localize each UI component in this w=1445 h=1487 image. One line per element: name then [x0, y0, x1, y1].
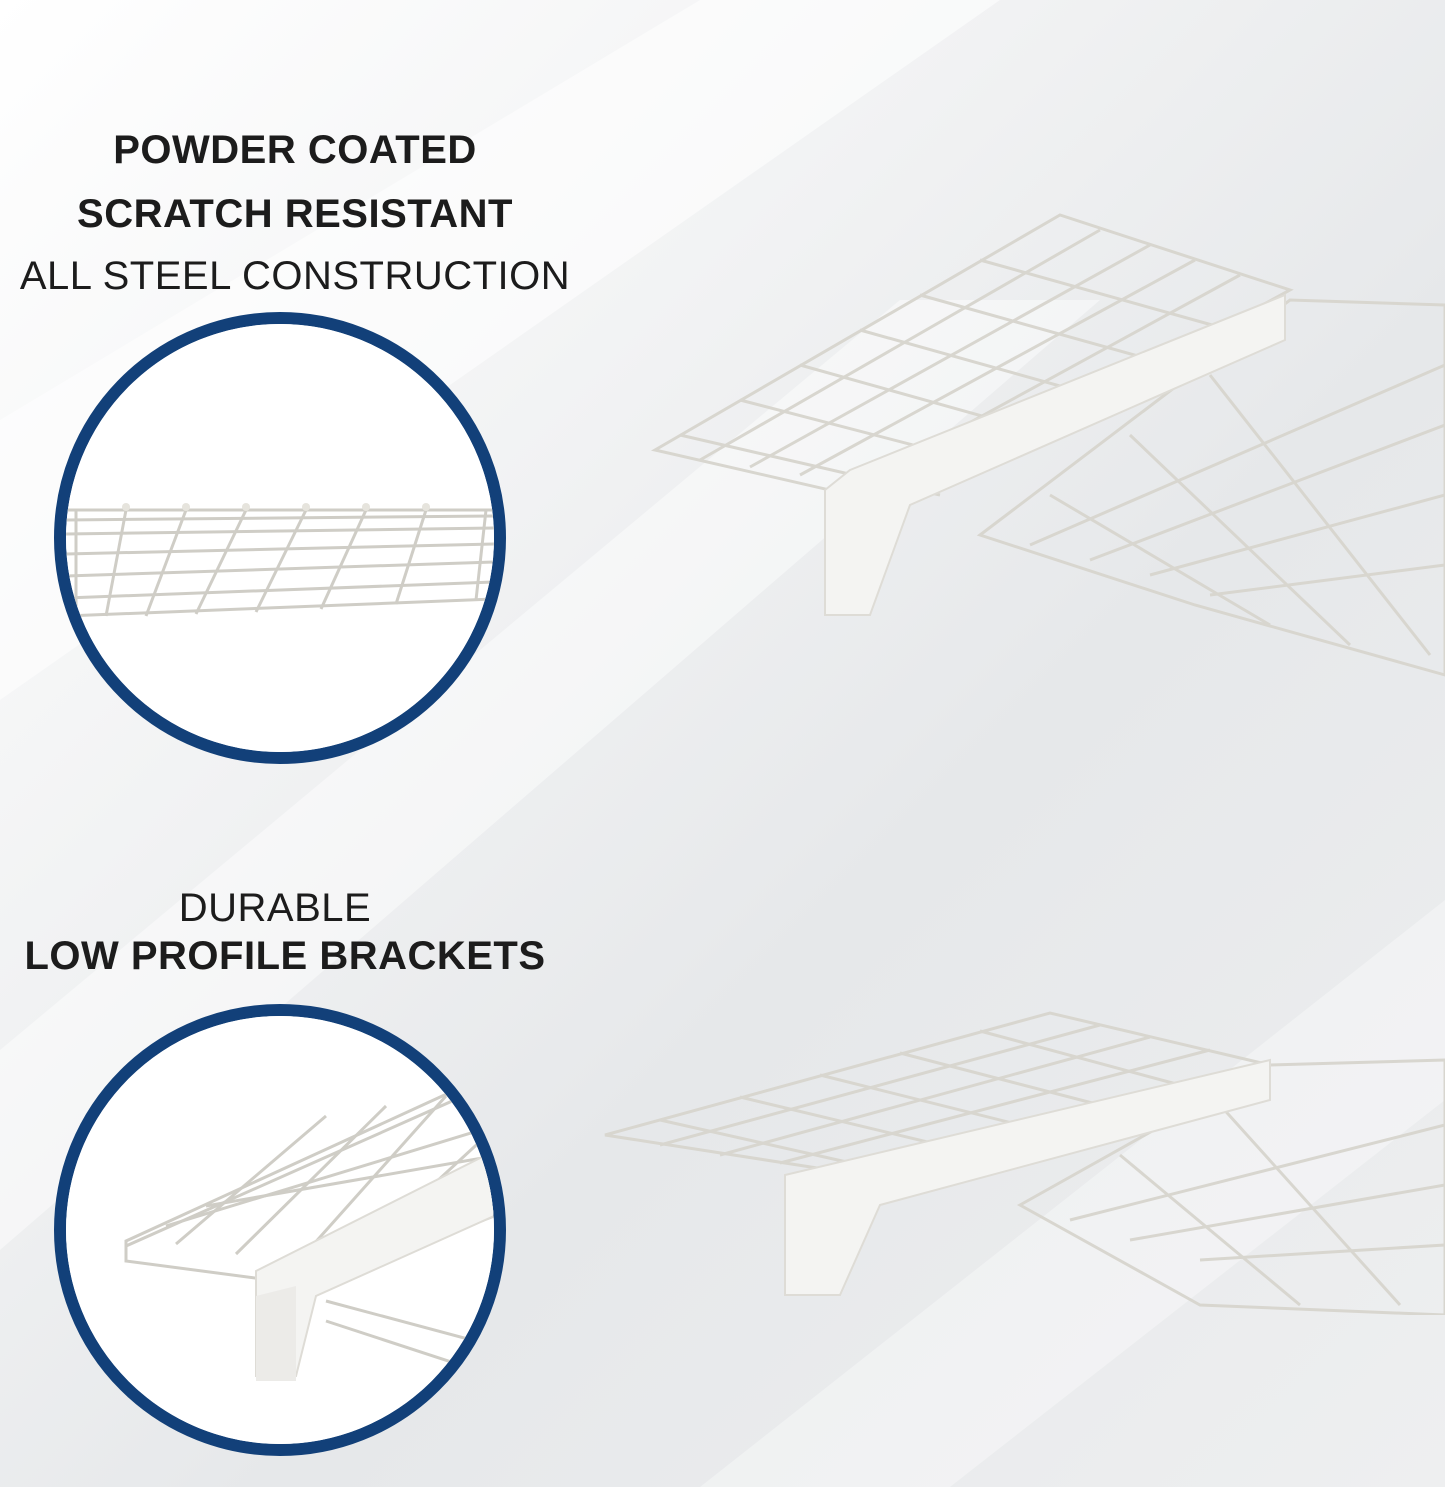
feature-headline-all-steel: ALL STEEL CONSTRUCTION — [19, 254, 571, 298]
feature-headline-powder-coated: POWDER COATED — [113, 128, 477, 172]
bracket-closeup — [66, 1016, 494, 1444]
bracket-closeup-lens — [54, 1004, 506, 1456]
wire-shelf-closeup-lens — [54, 312, 506, 764]
feature-headline-low-profile-brackets: LOW PROFILE BRACKETS — [24, 934, 546, 978]
wire-shelf-closeup — [66, 324, 494, 752]
feature-headline-durable: DURABLE — [178, 886, 372, 930]
wall-shelf-top — [650, 205, 1445, 685]
feature-headline-scratch-resistant: SCRATCH RESISTANT — [77, 192, 513, 236]
wall-shelf-bottom — [600, 1005, 1445, 1315]
